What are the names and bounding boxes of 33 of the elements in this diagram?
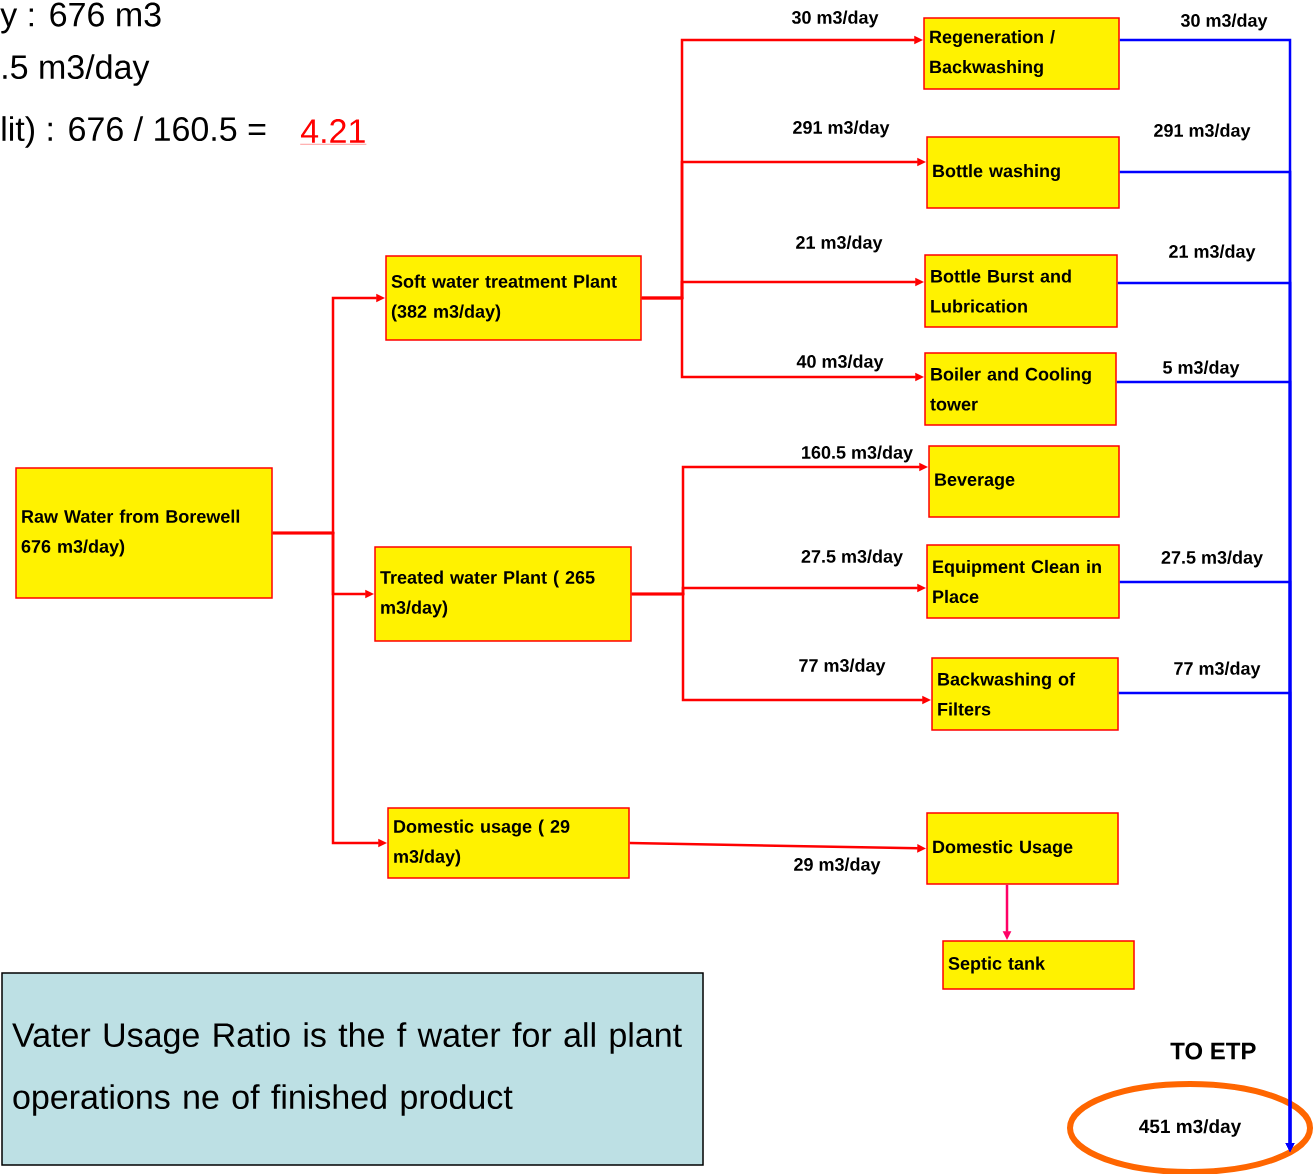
edge-label: 21 m3/day: [1167, 243, 1257, 263]
process-box: Beverage: [928, 445, 1120, 518]
edge-label: 29 m3/day: [792, 856, 882, 876]
process-box: Boiler and Cooling tower: [924, 352, 1117, 426]
edge-label: 77 m3/day: [1172, 660, 1262, 680]
formula-text: .5 m3/day: [3, 54, 150, 86]
formula-text: lit) : 676 / 160.5 =: [2, 116, 266, 148]
edge-label: 30 m3/day: [1179, 12, 1269, 32]
process-box: Domestic usage ( 29 m3/day): [387, 807, 630, 879]
edge-label: 27.5 m3/day: [1160, 549, 1265, 569]
formula-text: y : 676 m3: [0, 2, 161, 34]
process-box: Treated water Plant ( 265 m3/day): [374, 546, 632, 642]
process-box: Domestic Usage: [926, 812, 1119, 885]
ratio-value: 4.21: [300, 119, 367, 145]
edge-label: 30 m3/day: [790, 9, 880, 29]
edge-label: 40 m3/day: [795, 353, 885, 373]
process-box: Equipment Clean in Place: [926, 544, 1120, 619]
process-box: Raw Water from Borewell 676 m3/day): [15, 467, 273, 599]
process-box: Backwashing of Filters: [931, 657, 1119, 731]
process-box: Bottle Burst and Lubrication: [924, 254, 1118, 328]
edge-label: 5 m3/day: [1161, 359, 1241, 379]
edge-label: 27.5 m3/day: [800, 548, 905, 568]
etp-label: TO ETP: [1170, 1042, 1256, 1060]
edge-label: 160.5 m3/day: [799, 444, 915, 464]
edge-label: 291 m3/day: [791, 119, 891, 139]
process-box: Septic tank: [942, 940, 1135, 990]
edge-label: 21 m3/day: [794, 234, 884, 254]
note-box: Vater Usage Ratio is the f water for all plant operations ne of finished product: [1, 972, 704, 1166]
edge-label: 291 m3/day: [1152, 122, 1252, 142]
process-box: Bottle washing: [926, 136, 1120, 209]
edge-label: 77 m3/day: [797, 657, 887, 677]
process-box: Soft water treatment Plant (382 m3/day): [385, 255, 642, 341]
process-box: Regeneration / Backwashing: [923, 17, 1120, 90]
